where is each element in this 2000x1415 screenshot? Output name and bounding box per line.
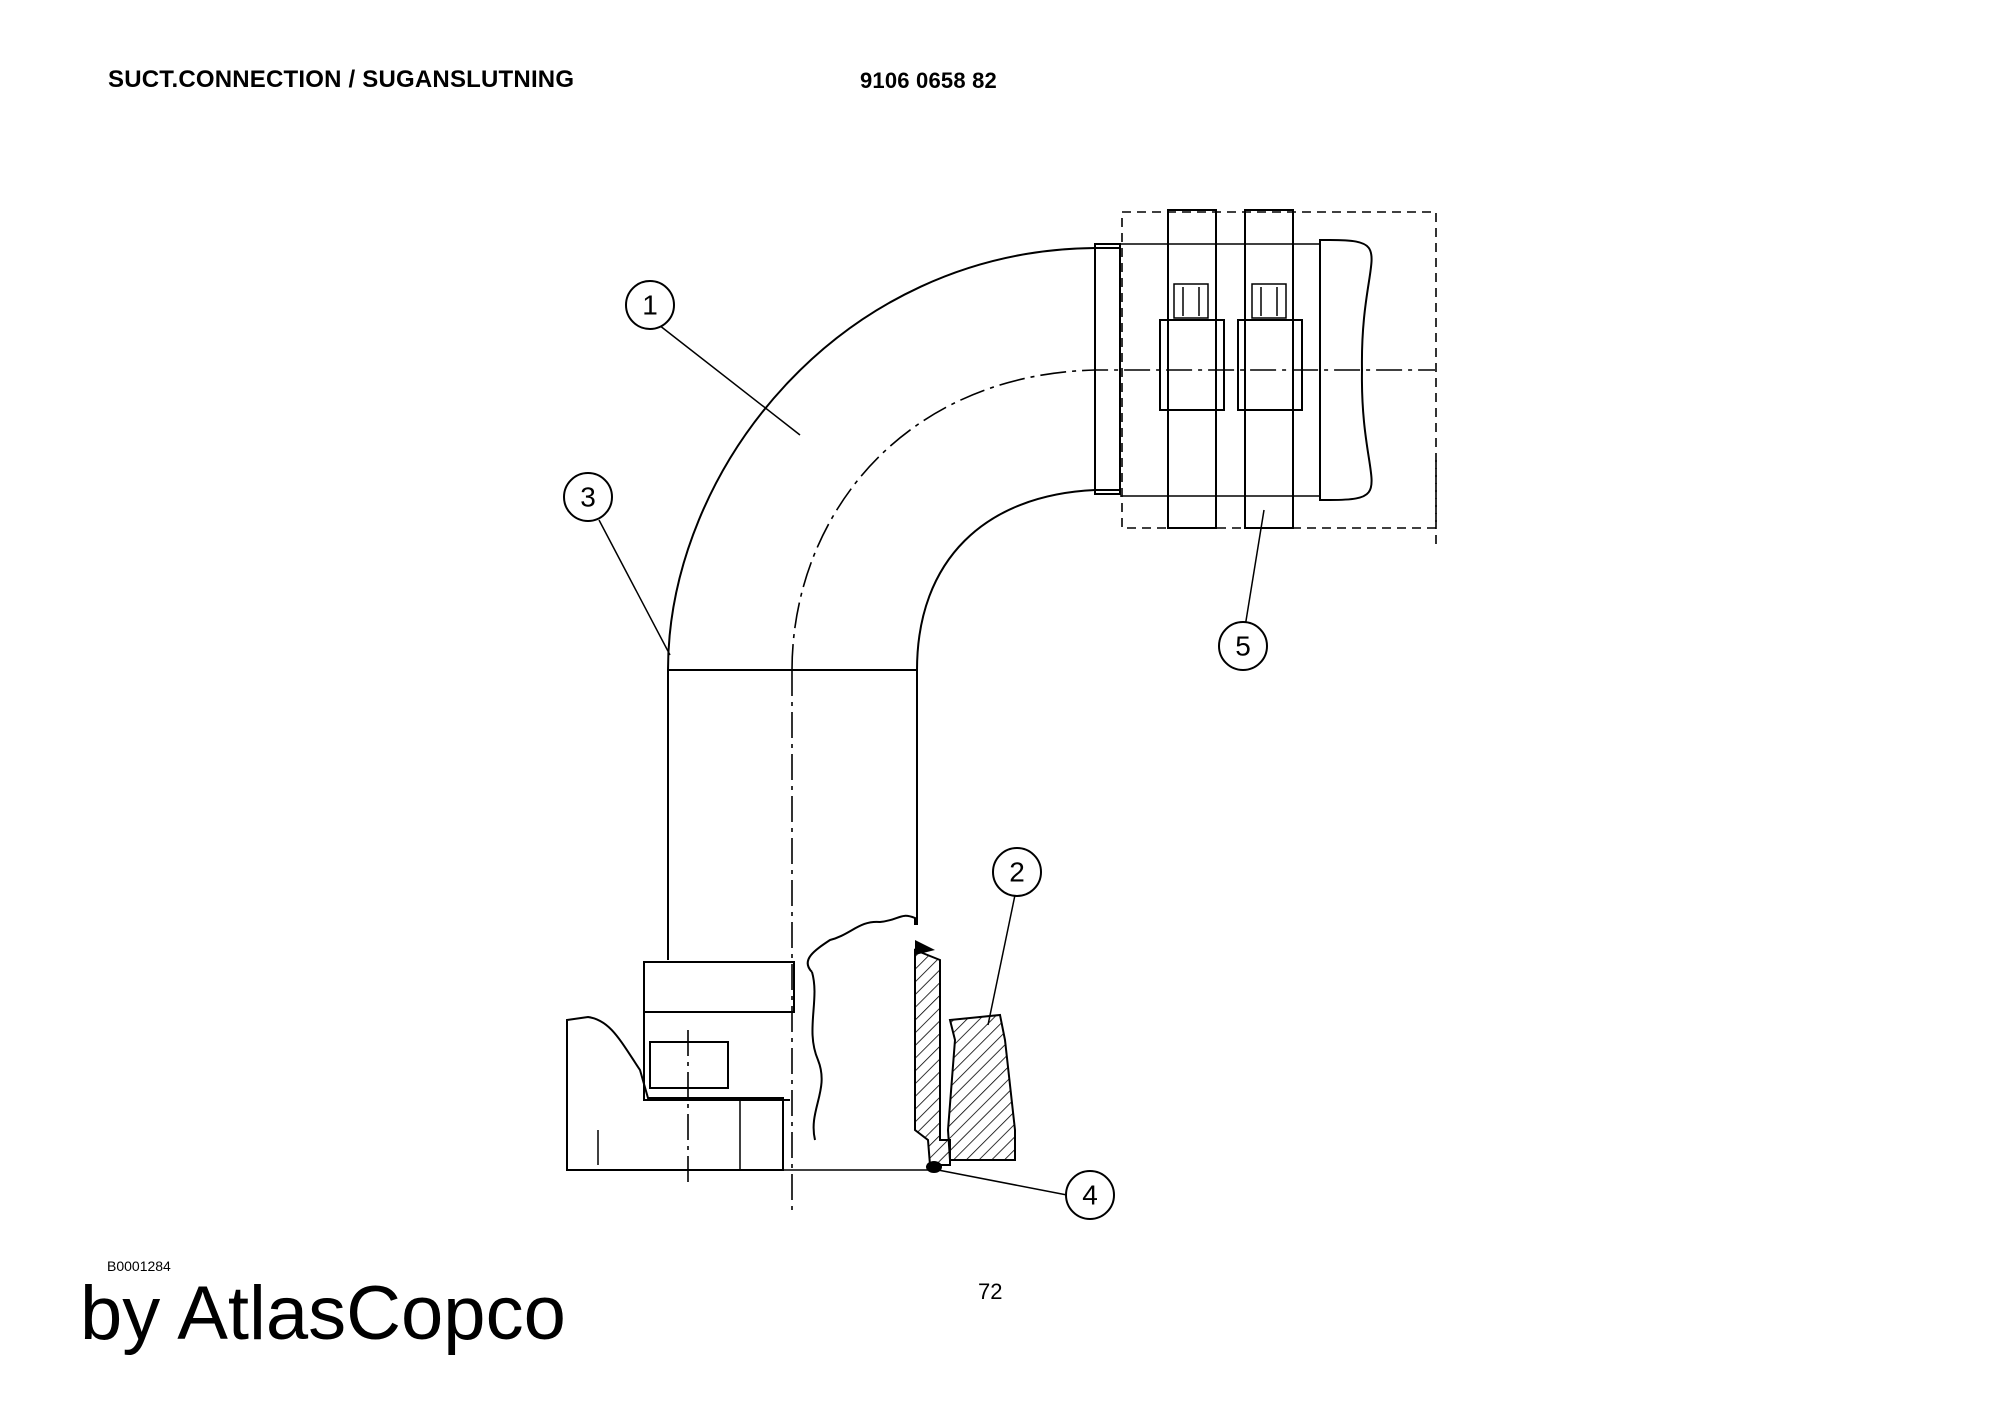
elbow-outer-contour xyxy=(667,247,1120,671)
part-number: 9106 0658 82 xyxy=(860,68,997,93)
brand-watermark: by AtlasCopco xyxy=(80,1271,566,1356)
svg-text:3: 3 xyxy=(580,482,596,513)
hose-end xyxy=(1319,239,1373,501)
elbow-inner-contour xyxy=(916,489,1120,671)
page-number: 72 xyxy=(978,1279,1003,1304)
callout-2: 2 xyxy=(992,847,1042,897)
svg-text:2: 2 xyxy=(1009,857,1025,888)
coupling-lug xyxy=(566,1015,784,1171)
callout-3: 3 xyxy=(563,472,613,522)
svg-text:1: 1 xyxy=(642,290,658,321)
svg-text:4: 4 xyxy=(1082,1180,1098,1211)
callout-1: 1 xyxy=(625,280,675,330)
callout-4: 4 xyxy=(1065,1170,1115,1220)
drawing-id: B0001284 xyxy=(107,1258,171,1274)
page-title: SUCT.CONNECTION / SUGANSLUTNING xyxy=(108,66,575,93)
svg-text:5: 5 xyxy=(1235,631,1251,662)
elbow-centerline xyxy=(791,369,1435,671)
callout-5: 5 xyxy=(1218,621,1268,671)
